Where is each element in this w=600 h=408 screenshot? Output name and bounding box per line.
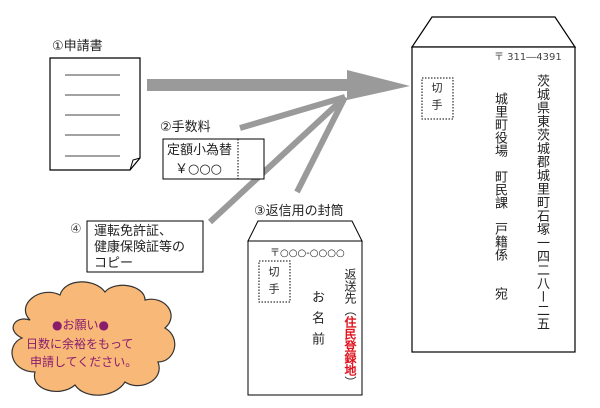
return-envelope-stamp: 切手 — [267, 266, 280, 300]
return-envelope-name: お名前 — [309, 290, 324, 353]
application-label: ①申請書 — [52, 39, 103, 54]
return-envelope-shape — [247, 220, 363, 396]
fee-line2: ￥○○○ — [175, 162, 223, 177]
id-copy-line3: コピー — [94, 256, 134, 271]
address-red: 住民登録地 — [343, 316, 357, 376]
id-copy-number: ④ — [70, 222, 82, 237]
application-document-icon — [49, 57, 141, 171]
main-envelope-postal: 〒 311―4391 — [494, 52, 562, 63]
main-envelope-recipient: 城里町役場 町民課 戸籍係 宛 — [492, 92, 507, 300]
main-envelope-stamp: 切手 — [430, 82, 443, 116]
note-line2: 申請してください。 — [30, 355, 138, 369]
return-envelope-label: ③返信用の封筒 — [254, 204, 344, 219]
note-line1: 日数に余裕をもって — [26, 337, 134, 351]
main-envelope-shape — [410, 16, 577, 353]
arrows — [207, 94, 348, 225]
note-title: ●お願い● — [52, 318, 109, 332]
id-copy-line2: 健康保険証等の — [94, 240, 186, 255]
fee-line1: 定額小為替 — [167, 143, 233, 158]
main-envelope-address: 茨城県東茨城郡城里町石塚一四二八ー二五 — [534, 74, 549, 331]
note-cloud — [11, 281, 176, 396]
fee-label: ②手数料 — [160, 120, 211, 135]
address-suffix: ） — [343, 376, 357, 388]
main-arrow-icon — [147, 70, 410, 100]
return-envelope-postal: 〒○○○-○○○○ — [270, 248, 345, 259]
address-prefix: 返送先（ — [343, 268, 357, 316]
id-copy-line1: 運転免許証、 — [94, 224, 173, 239]
return-envelope-address: 返送先（住民登録地） — [343, 268, 357, 388]
